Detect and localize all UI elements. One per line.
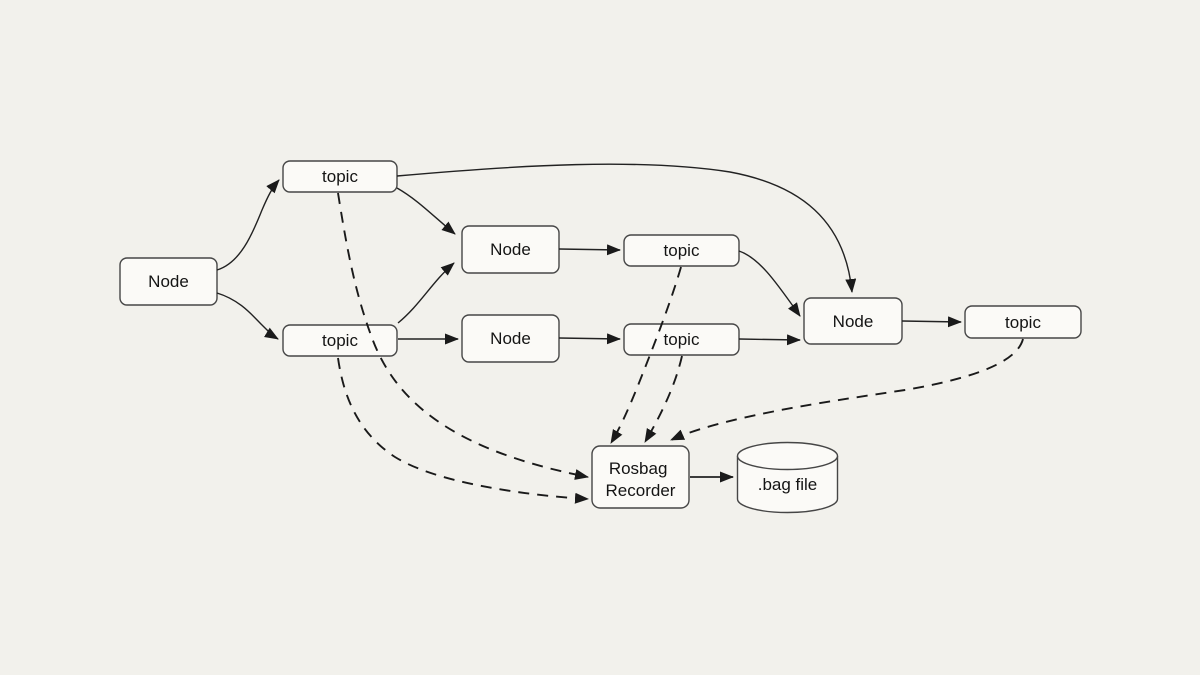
node-right: Node: [803, 297, 903, 345]
node-mid-top: Node: [461, 225, 560, 274]
edge-node-mid-top-to-topic-center-top: [558, 244, 621, 256]
node-mid-bottom-label: Node: [490, 329, 531, 348]
topic-center-top-label: topic: [664, 241, 700, 260]
node-right-label: Node: [833, 312, 874, 331]
topic-right: topic: [964, 305, 1082, 339]
edge-topic-top-to-node-mid-top: [396, 187, 456, 235]
bag-file-cylinder: .bag file: [736, 441, 839, 514]
edge-topic-center-top-to-node-right: [738, 250, 801, 317]
node-mid-top-label: Node: [490, 240, 531, 259]
rosbag-recorder: Rosbag Recorder: [591, 445, 690, 509]
node-left: Node: [119, 257, 218, 306]
edge-topic-mid-left-to-node-mid-top: [397, 262, 455, 324]
topic-top-label: topic: [322, 167, 358, 186]
topic-center-bottom-label: topic: [664, 330, 700, 349]
edge-node-right-to-topic-right: [901, 316, 962, 328]
edge-topic-top-to-node-right: [396, 163, 857, 293]
topic-center-bottom: topic: [623, 323, 740, 356]
edge-topic-center-top-to-rosbag: [610, 266, 682, 444]
topic-top: topic: [282, 160, 398, 193]
edge-node-mid-bottom-to-topic-center-bottom: [558, 333, 621, 345]
topic-right-label: topic: [1005, 313, 1041, 332]
topic-center-top: topic: [623, 234, 740, 267]
edge-topic-center-bottom-to-node-right: [738, 334, 801, 346]
edge-node-left-to-topic-top: [216, 179, 280, 271]
rosbag-recorder-label: Rosbag Recorder: [606, 459, 676, 500]
edge-topic-top-to-rosbag: [337, 192, 589, 480]
edge-topic-mid-left-to-rosbag: [337, 357, 589, 504]
edge-topic-center-bottom-to-rosbag: [644, 355, 683, 443]
topic-mid-left: topic: [282, 324, 398, 357]
node-mid-bottom: Node: [461, 314, 560, 363]
topic-mid-left-label: topic: [322, 331, 358, 350]
edge-node-left-to-topic-mid-left: [216, 292, 279, 340]
node-left-label: Node: [148, 272, 189, 291]
bag-file-label: .bag file: [758, 475, 818, 494]
